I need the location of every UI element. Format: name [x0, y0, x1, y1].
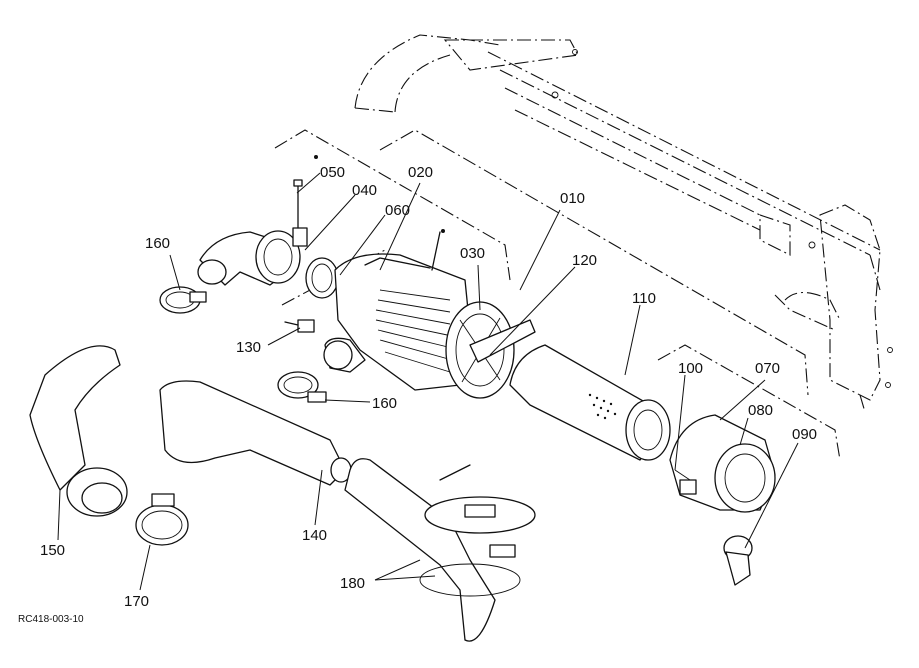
label-090: 090	[792, 426, 817, 443]
label-150: 150	[40, 542, 65, 559]
part-150-hose	[29, 345, 128, 517]
label-130: 130	[236, 339, 261, 356]
label-040: 040	[352, 182, 377, 199]
chassis-frame	[354, 34, 893, 413]
label-180: 180	[340, 575, 365, 592]
label-020: 020	[408, 164, 433, 181]
label-060: 060	[385, 202, 410, 219]
part-070-end-cap	[669, 414, 776, 513]
part-180-pipe	[344, 458, 536, 642]
part-090-valve	[723, 535, 753, 586]
leader-lines	[57, 172, 799, 591]
part-040-ring	[305, 257, 339, 299]
label-010: 010	[560, 190, 585, 207]
label-160-upper: 160	[145, 235, 170, 252]
part-160-clamp-upper	[159, 286, 207, 314]
label-110: 110	[632, 290, 656, 307]
part-130-bolt	[284, 319, 315, 333]
part-160-clamp-lower	[277, 371, 327, 403]
part-050-inlet-elbow	[197, 179, 308, 286]
label-070: 070	[755, 360, 780, 377]
part-140-hose	[159, 380, 352, 486]
filter-perforations	[588, 393, 617, 420]
part-number-labels: 050 040 020 060 010 030 120 110 100 070 …	[40, 164, 817, 610]
label-080: 080	[748, 402, 773, 419]
label-030: 030	[460, 245, 485, 262]
part-020-air-cleaner-body	[323, 253, 471, 391]
part-170-clamp	[135, 493, 189, 546]
part-110-filter-element	[509, 344, 671, 461]
part-120-rod	[469, 319, 536, 363]
label-140: 140	[302, 527, 327, 544]
label-120: 120	[572, 252, 597, 269]
marker-dot	[314, 155, 318, 159]
drawing-code: RC418-003-10	[18, 614, 84, 625]
label-170: 170	[124, 593, 149, 610]
marker-dot	[441, 229, 445, 233]
label-050: 050	[320, 164, 345, 181]
label-100: 100	[678, 360, 703, 377]
label-160-lower: 160	[372, 395, 397, 412]
